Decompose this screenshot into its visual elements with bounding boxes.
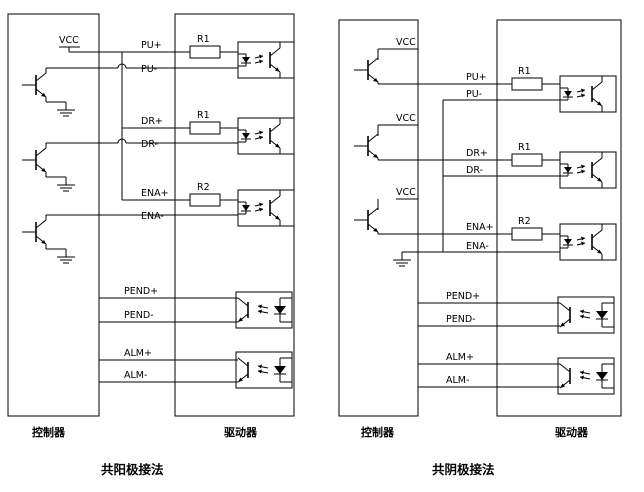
left-opto-pend xyxy=(235,291,293,329)
right-opto-alm xyxy=(557,357,615,395)
left-alm-minus-label: ALM- xyxy=(124,370,147,381)
left-diagram: VCC R1 PU+ PU- xyxy=(7,13,295,477)
left-opto-alm xyxy=(235,351,293,389)
right-r1-label: R1 xyxy=(518,142,531,153)
right-ena-minus-label: ENA- xyxy=(466,241,489,252)
left-r1-label: R1 xyxy=(197,110,210,121)
left-pend-plus-label: PEND+ xyxy=(124,286,158,297)
left-pend-minus-label: PEND- xyxy=(124,310,154,321)
right-pu-plus-label: PU+ xyxy=(466,72,487,83)
left-dr-minus-label: DR- xyxy=(141,139,158,150)
right-opto-ena xyxy=(559,223,617,261)
right-diagram: VCC VCC VCC R1 PU+ PU- R1 D xyxy=(338,19,622,477)
right-pu-minus-label: PU- xyxy=(466,89,482,100)
left-alm-plus-label: ALM+ xyxy=(124,348,152,359)
left-dr-plus-label: DR+ xyxy=(141,116,163,127)
left-driver-label: 驱动器 xyxy=(224,425,258,439)
left-opto-ena xyxy=(237,189,295,227)
right-ena-plus-label: ENA+ xyxy=(466,222,494,233)
left-controller-label: 控制器 xyxy=(32,425,66,439)
right-vcc-label: VCC xyxy=(396,37,416,48)
left-pu-minus-label: PU- xyxy=(141,64,157,75)
left-opto-dr xyxy=(237,117,295,155)
right-controller-box xyxy=(338,19,419,417)
left-ena-plus-label: ENA+ xyxy=(141,188,169,199)
right-opto-dr xyxy=(559,151,617,189)
right-vcc-label: VCC xyxy=(396,113,416,124)
right-driver-label: 驱动器 xyxy=(555,425,589,439)
right-opto-pu xyxy=(559,75,617,113)
left-r2-label: R2 xyxy=(197,182,210,193)
right-pend-minus-label: PEND- xyxy=(446,314,476,325)
right-diagram-title: 共阴极接法 xyxy=(432,462,495,477)
right-controller-label: 控制器 xyxy=(361,425,395,439)
right-opto-pend xyxy=(557,296,615,334)
left-r1-label: R1 xyxy=(197,34,210,45)
left-vcc-label: VCC xyxy=(59,35,79,46)
left-opto-pu xyxy=(237,41,295,79)
right-r1-label: R1 xyxy=(518,66,531,77)
right-dr-minus-label: DR- xyxy=(466,165,483,176)
right-vcc-label: VCC xyxy=(396,187,416,198)
right-r2-label: R2 xyxy=(518,216,531,227)
right-alm-minus-label: ALM- xyxy=(446,375,469,386)
right-driver-box xyxy=(496,19,622,417)
left-diagram-title: 共阳极接法 xyxy=(101,462,164,477)
right-pend-plus-label: PEND+ xyxy=(446,291,480,302)
left-ena-minus-label: ENA- xyxy=(141,211,164,222)
left-pu-plus-label: PU+ xyxy=(141,40,162,51)
right-alm-plus-label: ALM+ xyxy=(446,352,474,363)
right-dr-plus-label: DR+ xyxy=(466,148,488,159)
